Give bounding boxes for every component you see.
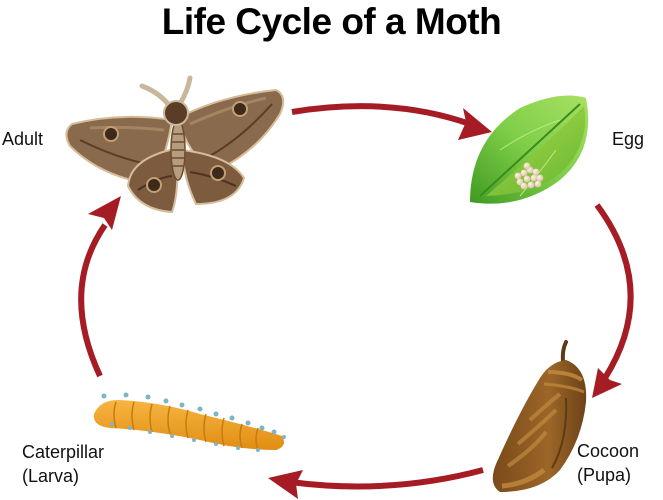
leaf-with-eggs-icon bbox=[470, 95, 589, 204]
stage-label-adult: Adult bbox=[2, 129, 44, 149]
stage-label-egg: Egg bbox=[612, 129, 645, 149]
cocoon-icon bbox=[492, 340, 587, 492]
stage-label-cocoon: Cocoon bbox=[577, 441, 640, 461]
arrow-egg-to-pupa bbox=[592, 203, 634, 398]
caterpillar-icon bbox=[93, 392, 286, 452]
moth-icon bbox=[65, 75, 285, 214]
stage-sublabel-pupa: (Pupa) bbox=[577, 465, 632, 485]
stage-label-caterpillar: Caterpillar bbox=[22, 442, 105, 462]
stage-sublabel-larva: (Larva) bbox=[22, 466, 80, 486]
arrow-larva-to-adult bbox=[78, 196, 121, 378]
arrow-adult-to-egg bbox=[291, 103, 492, 140]
arrow-pupa-to-larva bbox=[268, 467, 484, 499]
eggs-cluster bbox=[514, 162, 544, 190]
diagram-title: Life Cycle of a Moth bbox=[161, 1, 502, 42]
